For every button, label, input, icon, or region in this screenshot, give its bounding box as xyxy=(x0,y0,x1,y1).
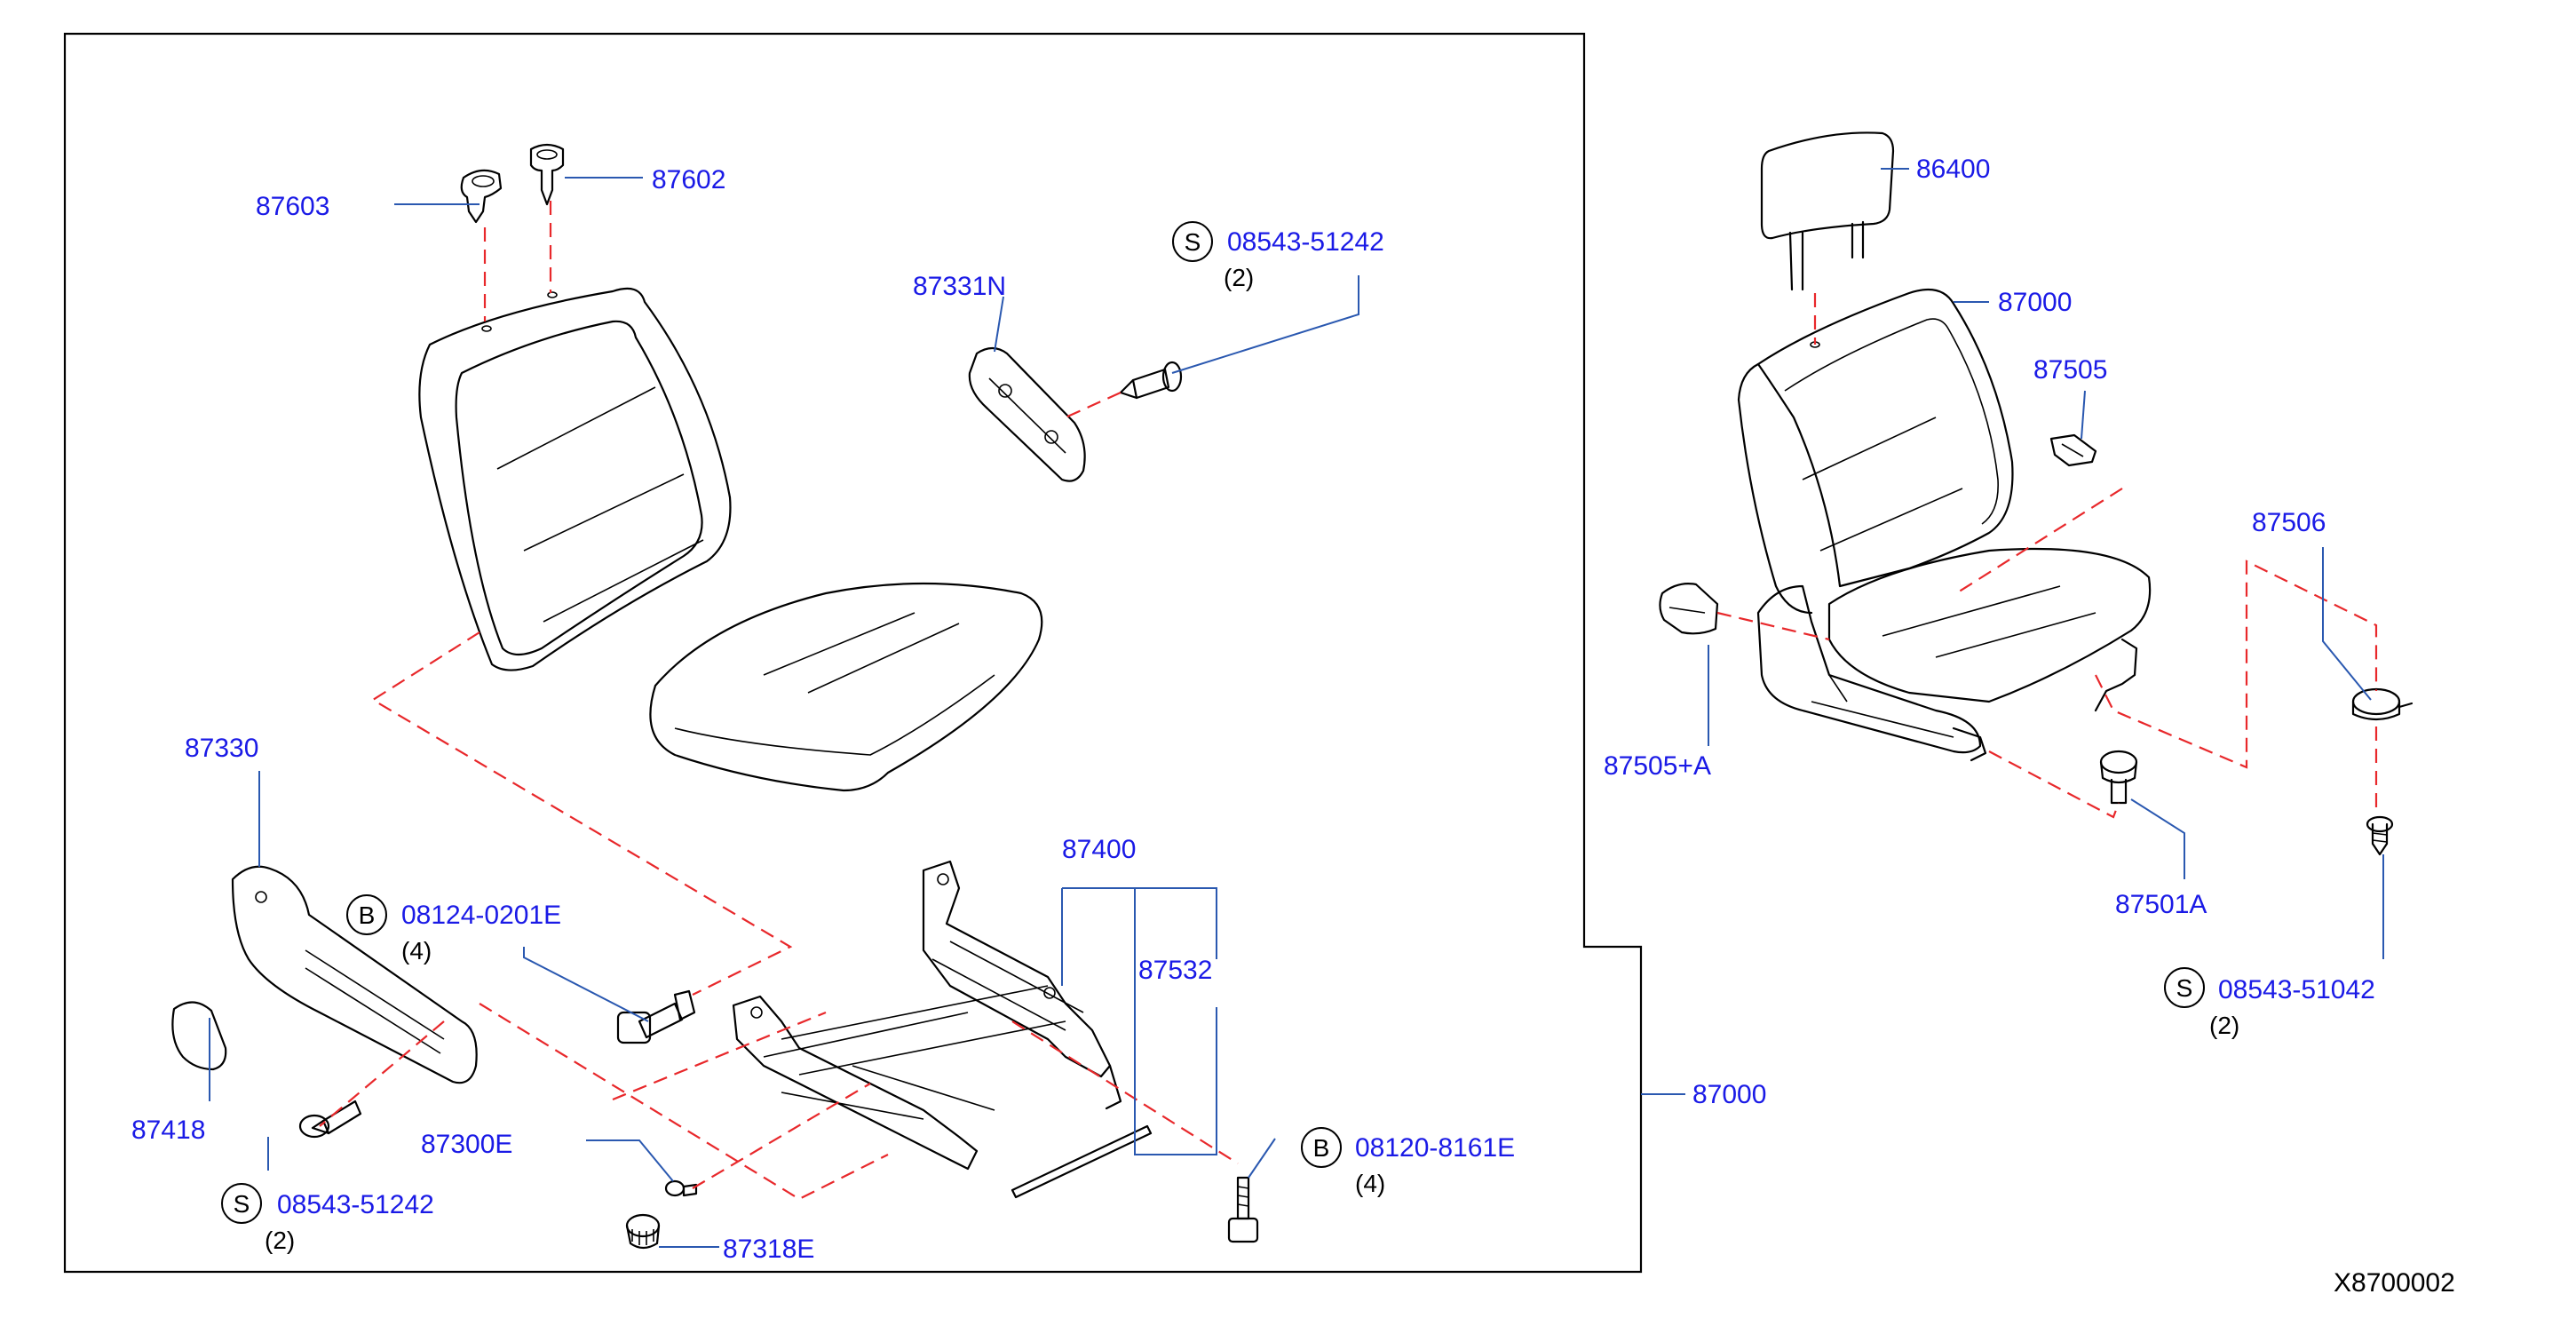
label-87000-frame: 87000 xyxy=(1692,1080,1766,1109)
code-circle-s-bot xyxy=(221,1183,262,1224)
label-86400: 86400 xyxy=(1916,155,1990,184)
headrest-86400 xyxy=(1760,131,1895,291)
knob-87418 xyxy=(171,1001,227,1071)
label-08543-51242-bot: 08543-51242 xyxy=(277,1190,434,1219)
label-87331N: 87331N xyxy=(913,272,1006,301)
code-s-bot: S xyxy=(234,1190,250,1218)
label-87505A: 87505+A xyxy=(1604,751,1711,781)
assembly-dash-lines xyxy=(319,201,2378,1201)
qty-top: (2) xyxy=(1224,264,1254,291)
label-08120-8161E: 08120-8161E xyxy=(1355,1133,1515,1163)
screw-lower-left xyxy=(298,1100,362,1139)
label-87400: 87400 xyxy=(1062,835,1136,864)
qty-bot: (2) xyxy=(265,1227,295,1254)
qty-08120: (4) xyxy=(1355,1170,1385,1197)
knob-87318E xyxy=(625,1213,661,1250)
label-87602: 87602 xyxy=(652,165,725,195)
label-87418: 87418 xyxy=(131,1116,205,1145)
code-circle-s-51042 xyxy=(2164,967,2205,1008)
label-87501A: 87501A xyxy=(2115,890,2207,919)
label-87532: 87532 xyxy=(1138,956,1212,985)
washer-87300E xyxy=(664,1179,698,1197)
side-cover-87330 xyxy=(231,865,478,1084)
cap-87506 xyxy=(2351,687,2414,721)
code-circle-b-08124 xyxy=(346,894,387,935)
bolt-08124 xyxy=(616,989,696,1044)
seat-adjuster-87400 xyxy=(732,860,1122,1171)
diagram-id: X8700002 xyxy=(2334,1268,2455,1298)
code-b-08124: B xyxy=(359,901,376,929)
bolt-87501A xyxy=(2099,750,2138,805)
code-b-08120: B xyxy=(1313,1134,1330,1162)
leader-lines xyxy=(209,168,2384,1248)
label-87300E: 87300E xyxy=(421,1130,512,1159)
label-87603: 87603 xyxy=(256,192,329,221)
cover-87505 xyxy=(2049,433,2097,467)
label-87505: 87505 xyxy=(2033,355,2107,385)
cable-87532 xyxy=(1011,1124,1153,1199)
code-circle-b-08120 xyxy=(1301,1127,1342,1168)
headrest-guide-87603 xyxy=(460,169,503,224)
label-87318E: 87318E xyxy=(723,1235,814,1264)
label-08124-0201E: 08124-0201E xyxy=(401,901,561,930)
screw-upper xyxy=(1119,361,1183,400)
headrest-guide-87602 xyxy=(529,143,565,206)
label-87000-seat: 87000 xyxy=(1998,288,2072,317)
seat-back-pad xyxy=(418,287,732,671)
label-87506: 87506 xyxy=(2252,508,2326,537)
label-08543-51042: 08543-51042 xyxy=(2218,975,2375,1004)
seat-assembly-87000 xyxy=(1737,288,2152,762)
label-08543-51242-top: 08543-51242 xyxy=(1227,227,1384,257)
label-87330: 87330 xyxy=(185,734,258,763)
qty-08124: (4) xyxy=(401,937,432,965)
assembly-frame xyxy=(63,32,1643,1274)
code-s-top: S xyxy=(1185,228,1201,256)
code-s-51042: S xyxy=(2176,974,2193,1002)
code-circle-s-top xyxy=(1172,221,1213,262)
screw-51042 xyxy=(2366,815,2394,856)
bolt-08120 xyxy=(1227,1176,1259,1243)
cover-87505A xyxy=(1659,583,1719,635)
qty-51042: (2) xyxy=(2209,1012,2239,1039)
bracket-87331N xyxy=(968,346,1086,482)
seat-cushion-pad xyxy=(649,582,1043,792)
